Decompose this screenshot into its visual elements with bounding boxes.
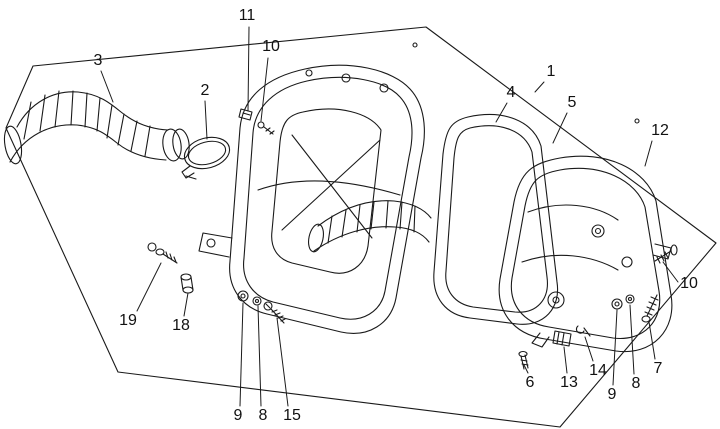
washer-part9-left <box>237 290 249 302</box>
clip-part11 <box>238 108 253 121</box>
washer-part8-right <box>625 294 635 304</box>
washer-part9-right <box>611 298 623 310</box>
resonator-duct <box>308 200 432 253</box>
clip-part14 <box>575 325 591 337</box>
bushing-part13 <box>552 330 572 347</box>
spacer-part18 <box>180 273 194 294</box>
reference-dots <box>412 42 640 124</box>
screw-part15 <box>263 301 286 324</box>
airbox-cover-part12 <box>498 155 673 353</box>
washer-part8-left <box>252 296 262 306</box>
intake-hose-part3 <box>3 90 190 165</box>
screw-part6 <box>518 350 529 370</box>
filter-element-part4 <box>433 113 559 325</box>
screw-part10-upper <box>257 121 275 135</box>
screw-part7 <box>641 294 659 323</box>
bolt-part19 <box>147 242 178 264</box>
airbox-housing <box>198 64 425 334</box>
gasket-part5 <box>445 125 548 313</box>
screw-part10-right <box>654 244 678 264</box>
hose-clamp-part2 <box>181 136 231 180</box>
callout-leader-lines <box>100 26 679 407</box>
diagram-frame <box>5 26 717 428</box>
